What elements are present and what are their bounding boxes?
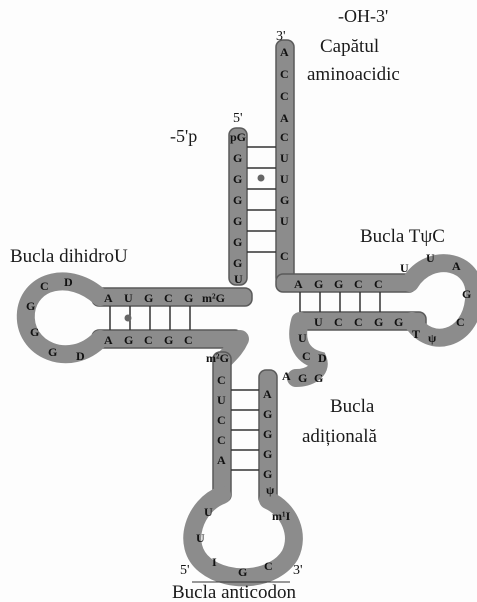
d-loop xyxy=(26,281,100,354)
base: U xyxy=(204,505,213,519)
base: G xyxy=(233,214,242,228)
base: m²G xyxy=(206,351,229,365)
base: U xyxy=(280,214,289,228)
base: G xyxy=(298,371,307,385)
base: C xyxy=(280,249,289,263)
base: G xyxy=(394,315,403,329)
base: C xyxy=(280,89,289,103)
base: U xyxy=(196,531,205,545)
base: C xyxy=(354,315,363,329)
base: C xyxy=(184,333,193,347)
base: C xyxy=(280,67,289,81)
base: U xyxy=(400,261,409,275)
base: D xyxy=(76,349,85,363)
base: G xyxy=(233,172,242,186)
base: C xyxy=(374,277,383,291)
base: G xyxy=(462,287,471,301)
base: D xyxy=(318,351,327,365)
base: G xyxy=(233,256,242,270)
variable-loop-bases: U C D A G G xyxy=(282,331,327,385)
oh-3-label: -OH-3' xyxy=(338,6,388,26)
three-prime-end-label: 3' xyxy=(276,29,286,44)
base: U xyxy=(217,393,226,407)
base: C xyxy=(264,559,273,573)
base: U xyxy=(234,272,243,286)
base: pG xyxy=(230,130,246,144)
base: I xyxy=(212,555,217,569)
base: C xyxy=(164,291,173,305)
base: G xyxy=(280,193,289,207)
base: G xyxy=(263,467,272,481)
base: G xyxy=(314,277,323,291)
base: m²G xyxy=(202,291,225,305)
base: U xyxy=(298,331,307,345)
base: C xyxy=(302,349,311,363)
base: U xyxy=(280,172,289,186)
base: U xyxy=(124,291,133,305)
base: U xyxy=(314,315,323,329)
backbone xyxy=(26,40,475,577)
base: A xyxy=(282,369,291,383)
base: G xyxy=(263,407,272,421)
base: C xyxy=(354,277,363,291)
base: G xyxy=(374,315,383,329)
base: C xyxy=(280,130,289,144)
capatul-label: Capătul xyxy=(320,36,379,57)
base: G xyxy=(263,447,272,461)
gu-pair-dot-d-arm xyxy=(125,315,132,322)
base: G xyxy=(334,277,343,291)
base: C xyxy=(334,315,343,329)
base: A xyxy=(280,45,289,59)
bucla-dihidrou-label: Bucla dihidroU xyxy=(10,246,128,267)
base: G xyxy=(164,333,173,347)
base: U xyxy=(280,151,289,165)
base: A xyxy=(104,291,113,305)
base: G xyxy=(233,151,242,165)
base: G xyxy=(314,371,323,385)
base: A xyxy=(263,387,272,401)
base: G xyxy=(233,235,242,249)
five-prime-p-label: -5'p xyxy=(170,126,197,146)
base: G xyxy=(48,345,57,359)
base: U xyxy=(426,251,435,265)
base: A xyxy=(104,333,113,347)
aminoacidic-label: aminoacidic xyxy=(307,64,400,85)
base: G xyxy=(238,565,247,579)
base: G xyxy=(144,291,153,305)
base: C xyxy=(40,279,49,293)
base: G xyxy=(233,193,242,207)
base: A xyxy=(452,259,461,273)
base: A xyxy=(217,453,226,467)
base: D xyxy=(64,275,73,289)
bucla-aditionala-label-2: adițională xyxy=(302,426,377,447)
base: A xyxy=(294,277,303,291)
base: G xyxy=(30,325,39,339)
base: C xyxy=(456,315,465,329)
base: G xyxy=(263,427,272,441)
base: G xyxy=(124,333,133,347)
base: G xyxy=(26,299,35,313)
bucla-tpsic-label: Bucla TψC xyxy=(360,226,445,247)
base: C xyxy=(144,333,153,347)
base: ψ xyxy=(428,331,437,345)
bucla-aditionala-label-1: Bucla xyxy=(330,396,375,417)
base: C xyxy=(217,373,226,387)
bucla-anticodon-label: Bucla anticodon xyxy=(172,582,296,602)
base: A xyxy=(280,111,289,125)
five-prime-acceptor-label: 5' xyxy=(233,111,243,126)
base: ψ xyxy=(266,483,275,497)
anticodon-3-label: 3' xyxy=(293,563,303,578)
base: m¹I xyxy=(272,509,291,523)
anticodon-5-label: 5' xyxy=(180,563,190,578)
base: C xyxy=(217,433,226,447)
base: G xyxy=(184,291,193,305)
base: C xyxy=(217,413,226,427)
gu-pair-dot-acceptor xyxy=(258,175,265,182)
base: T xyxy=(412,327,420,341)
